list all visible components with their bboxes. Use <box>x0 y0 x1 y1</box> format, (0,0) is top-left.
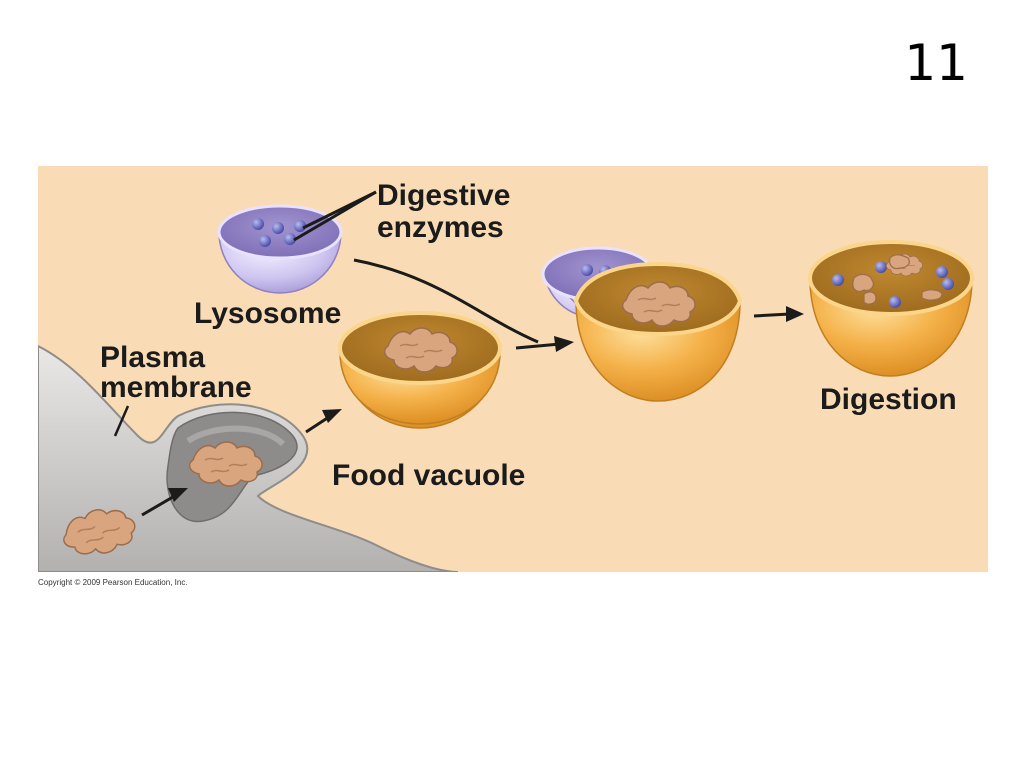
label-digestion: Digestion <box>820 383 957 416</box>
slide-number: 11 <box>904 34 968 92</box>
process-arrows <box>141 258 791 517</box>
label-lysosome: Lysosome <box>194 297 342 330</box>
label-digestive-enzymes-line2: enzymes <box>377 211 504 244</box>
arrow-heads <box>168 306 804 502</box>
lysosome <box>217 204 343 294</box>
food-vacuole <box>338 311 502 429</box>
copyright-notice: Copyright © 2009 Pearson Education, Inc. <box>38 578 188 587</box>
membrane-pointer-line <box>113 405 130 437</box>
label-food-vacuole: Food vacuole <box>332 459 526 492</box>
label-plasma-membrane-line1: Plasma <box>100 341 206 374</box>
food-particle-pocket <box>188 441 263 487</box>
label-digestive-enzymes-line1: Digestive <box>377 179 511 212</box>
enzyme-pointer-line <box>293 190 377 242</box>
label-plasma-membrane-line2: membrane <box>100 371 252 404</box>
digestion-vacuole <box>808 240 974 377</box>
diagram-artwork <box>38 190 974 572</box>
fusion-vacuole <box>541 246 743 402</box>
phagocytosis-diagram: Digestive enzymes Lysosome Plasma membra… <box>38 166 988 572</box>
